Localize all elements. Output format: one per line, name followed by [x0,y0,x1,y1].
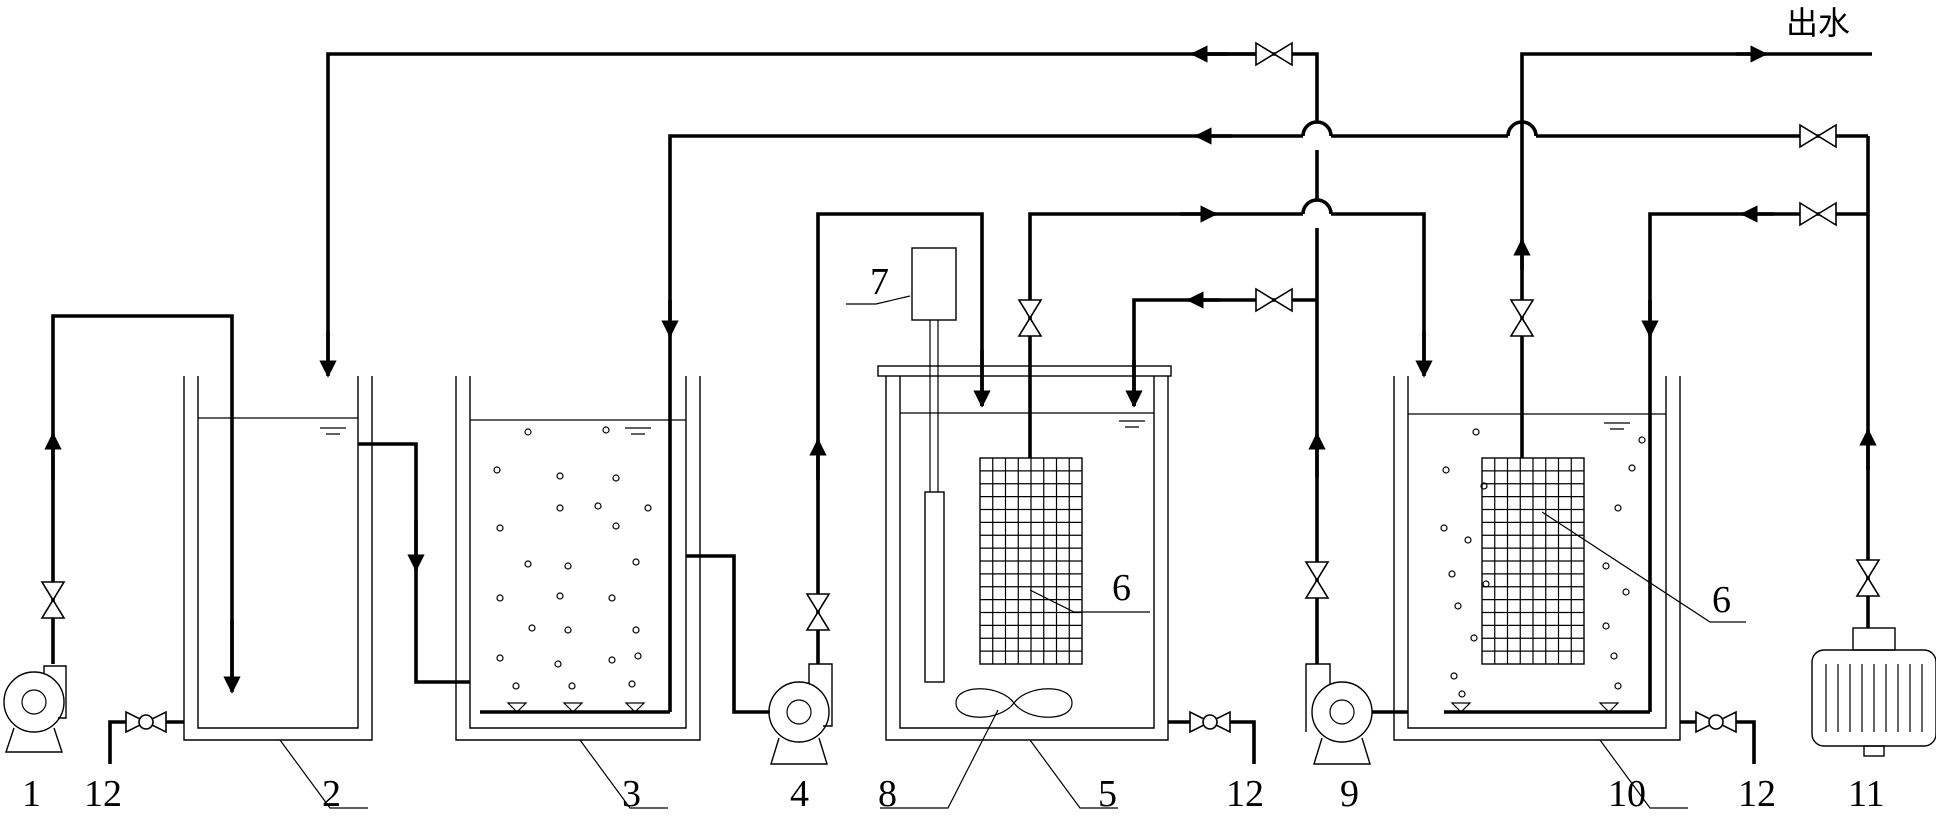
tank-10 [1393,376,1681,741]
label-tank-10: 10 [1608,773,1646,815]
label-outlet: 出水 [1786,4,1850,42]
label-tank-2: 2 [322,773,341,815]
tank-5 [877,365,1172,741]
tank-2 [183,376,373,741]
label-pump-1: 1 [22,773,41,815]
label-pump-9: 9 [1340,773,1359,815]
stirrer-icon [955,688,1073,718]
pump-4 [768,663,833,765]
aeration-pipe-tank-10 [1444,702,1650,714]
label-membrane-6-left: 6 [1112,567,1131,609]
labels: 1 12 2 3 4 8 5 12 9 10 12 11 6 6 7 出水 [22,4,1885,815]
label-tank-5: 5 [1098,773,1117,815]
membrane-module-tank-10 [1481,457,1585,665]
piping [44,45,1877,764]
bubbles-tank-3 [493,426,652,690]
label-pump-4: 4 [790,773,809,815]
valves [40,41,1881,734]
label-blower-11: 11 [1848,773,1885,815]
leader-lines [279,295,1746,809]
probe-controller [911,247,957,683]
label-tank-3: 3 [622,773,641,815]
label-stirrer-8: 8 [878,773,897,815]
membrane-module-tank-5 [979,457,1083,665]
label-drain-12-right: 12 [1738,773,1776,815]
label-drain-12-left: 12 [84,773,122,815]
tank-3 [455,376,701,741]
aeration-pipe-tank-3 [480,702,670,714]
bubbles-tank-10 [1440,428,1646,698]
pump-9 [1305,663,1373,765]
label-membrane-6-right: 6 [1712,579,1731,621]
label-drain-12-middle: 12 [1226,773,1264,815]
blower-11 [1811,627,1936,757]
label-probe-7: 7 [870,261,889,303]
pump-1 [3,665,67,753]
